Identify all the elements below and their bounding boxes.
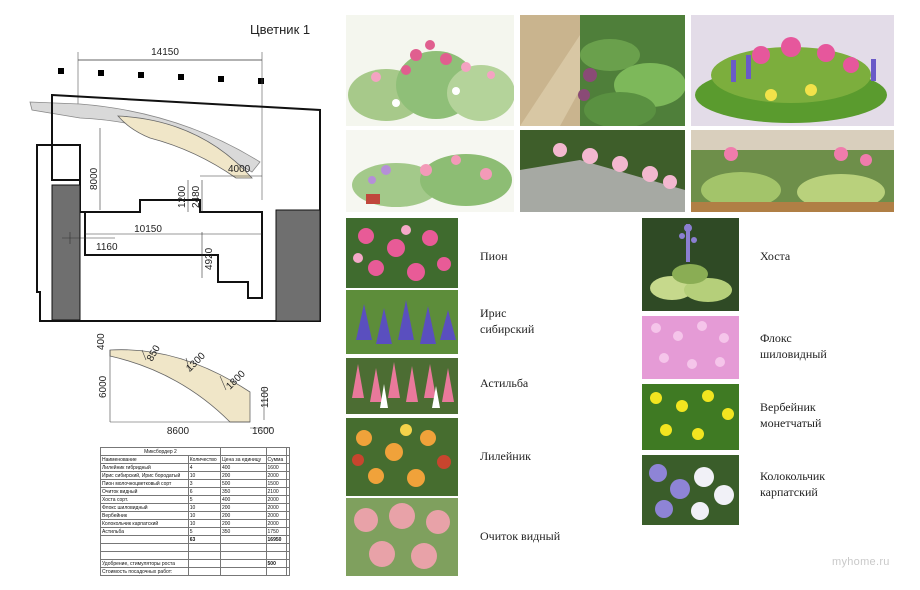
photo-hosta-border [691, 130, 894, 212]
garden-plan-drawing: 14150 8000 4000 1200 2480 10150 1160 492… [29, 47, 321, 322]
photo-flower-mound [691, 15, 894, 126]
dim-bottom-width: 10150 [134, 224, 162, 235]
photo-campanula [642, 455, 739, 525]
photo-hosta [642, 218, 739, 311]
table-row: Удобрение, стимуляторы роста 500 [100, 559, 291, 568]
dim-mid-b: 2480 [191, 185, 202, 208]
table-header: Цена за единицу [219, 455, 267, 464]
label-peony: Пион [480, 249, 508, 263]
plan-title: Цветник 1 [250, 22, 311, 37]
photo-sedum [346, 498, 458, 576]
photo-astilbe [346, 358, 458, 414]
total-sum: 16950 [265, 535, 287, 544]
table-title: Миксбордер 2 [100, 447, 221, 456]
dim-arc-height: 8000 [89, 167, 100, 190]
table-row: Стоимость посадочных работ: [100, 567, 291, 576]
dim-total-width: 14150 [151, 47, 179, 58]
label-iris: Ирис сибирский [480, 306, 535, 336]
bed-dim-height: 6000 [98, 375, 109, 398]
illustration-watercolor-2 [346, 130, 514, 212]
illustration-watercolor-1 [346, 15, 514, 126]
dim-mid-a: 1200 [177, 185, 188, 208]
table-total-row: 63 16950 [100, 535, 291, 544]
photo-lysimachia [642, 384, 739, 450]
bed-dim-a: 400 [96, 333, 107, 350]
table-header: Сумма [265, 455, 287, 464]
photo-garden-path [520, 15, 685, 126]
bed-dim-length: 8600 [167, 426, 190, 437]
photo-peony [346, 218, 458, 288]
label-campanula: Колокольчик карпатский [760, 469, 826, 499]
label-lysimachia: Вербейник монетчатый [760, 400, 822, 430]
photo-peony-border [520, 130, 685, 212]
reference-markers [58, 68, 264, 84]
dim-left-offset: 1160 [96, 242, 118, 253]
total-qty: 63 [187, 535, 221, 544]
photo-iris [346, 290, 458, 354]
bed-dim-end: 1600 [252, 426, 275, 437]
curved-bed-drawing: 400 850 1300 1800 1100 6000 8600 1600 [96, 333, 275, 437]
dim-bottom-height: 4920 [204, 247, 215, 270]
mixborder-table: Миксбордер 2 Наименование Количество Цен… [100, 447, 291, 576]
label-hosta: Хоста [760, 249, 791, 263]
table-header: Количество [187, 455, 221, 464]
photo-daylily [346, 418, 458, 496]
dim-arc-width: 4000 [228, 164, 251, 175]
table-header: Наименование [100, 455, 189, 464]
photo-phlox [642, 316, 739, 379]
extra-label: Удобрение, стимуляторы роста [100, 559, 189, 568]
label-sedum: Очиток видный [480, 529, 561, 543]
label-daylily: Лилейник [480, 449, 531, 463]
watermark: myhome.ru [832, 556, 890, 568]
label-astilbe: Астильба [480, 376, 529, 390]
bed-dim-e: 1100 [260, 386, 271, 408]
extra-value: 500 [265, 559, 287, 568]
planting-label: Стоимость посадочных работ: [100, 567, 189, 576]
label-phlox: Флокс шиловидный [760, 331, 827, 361]
